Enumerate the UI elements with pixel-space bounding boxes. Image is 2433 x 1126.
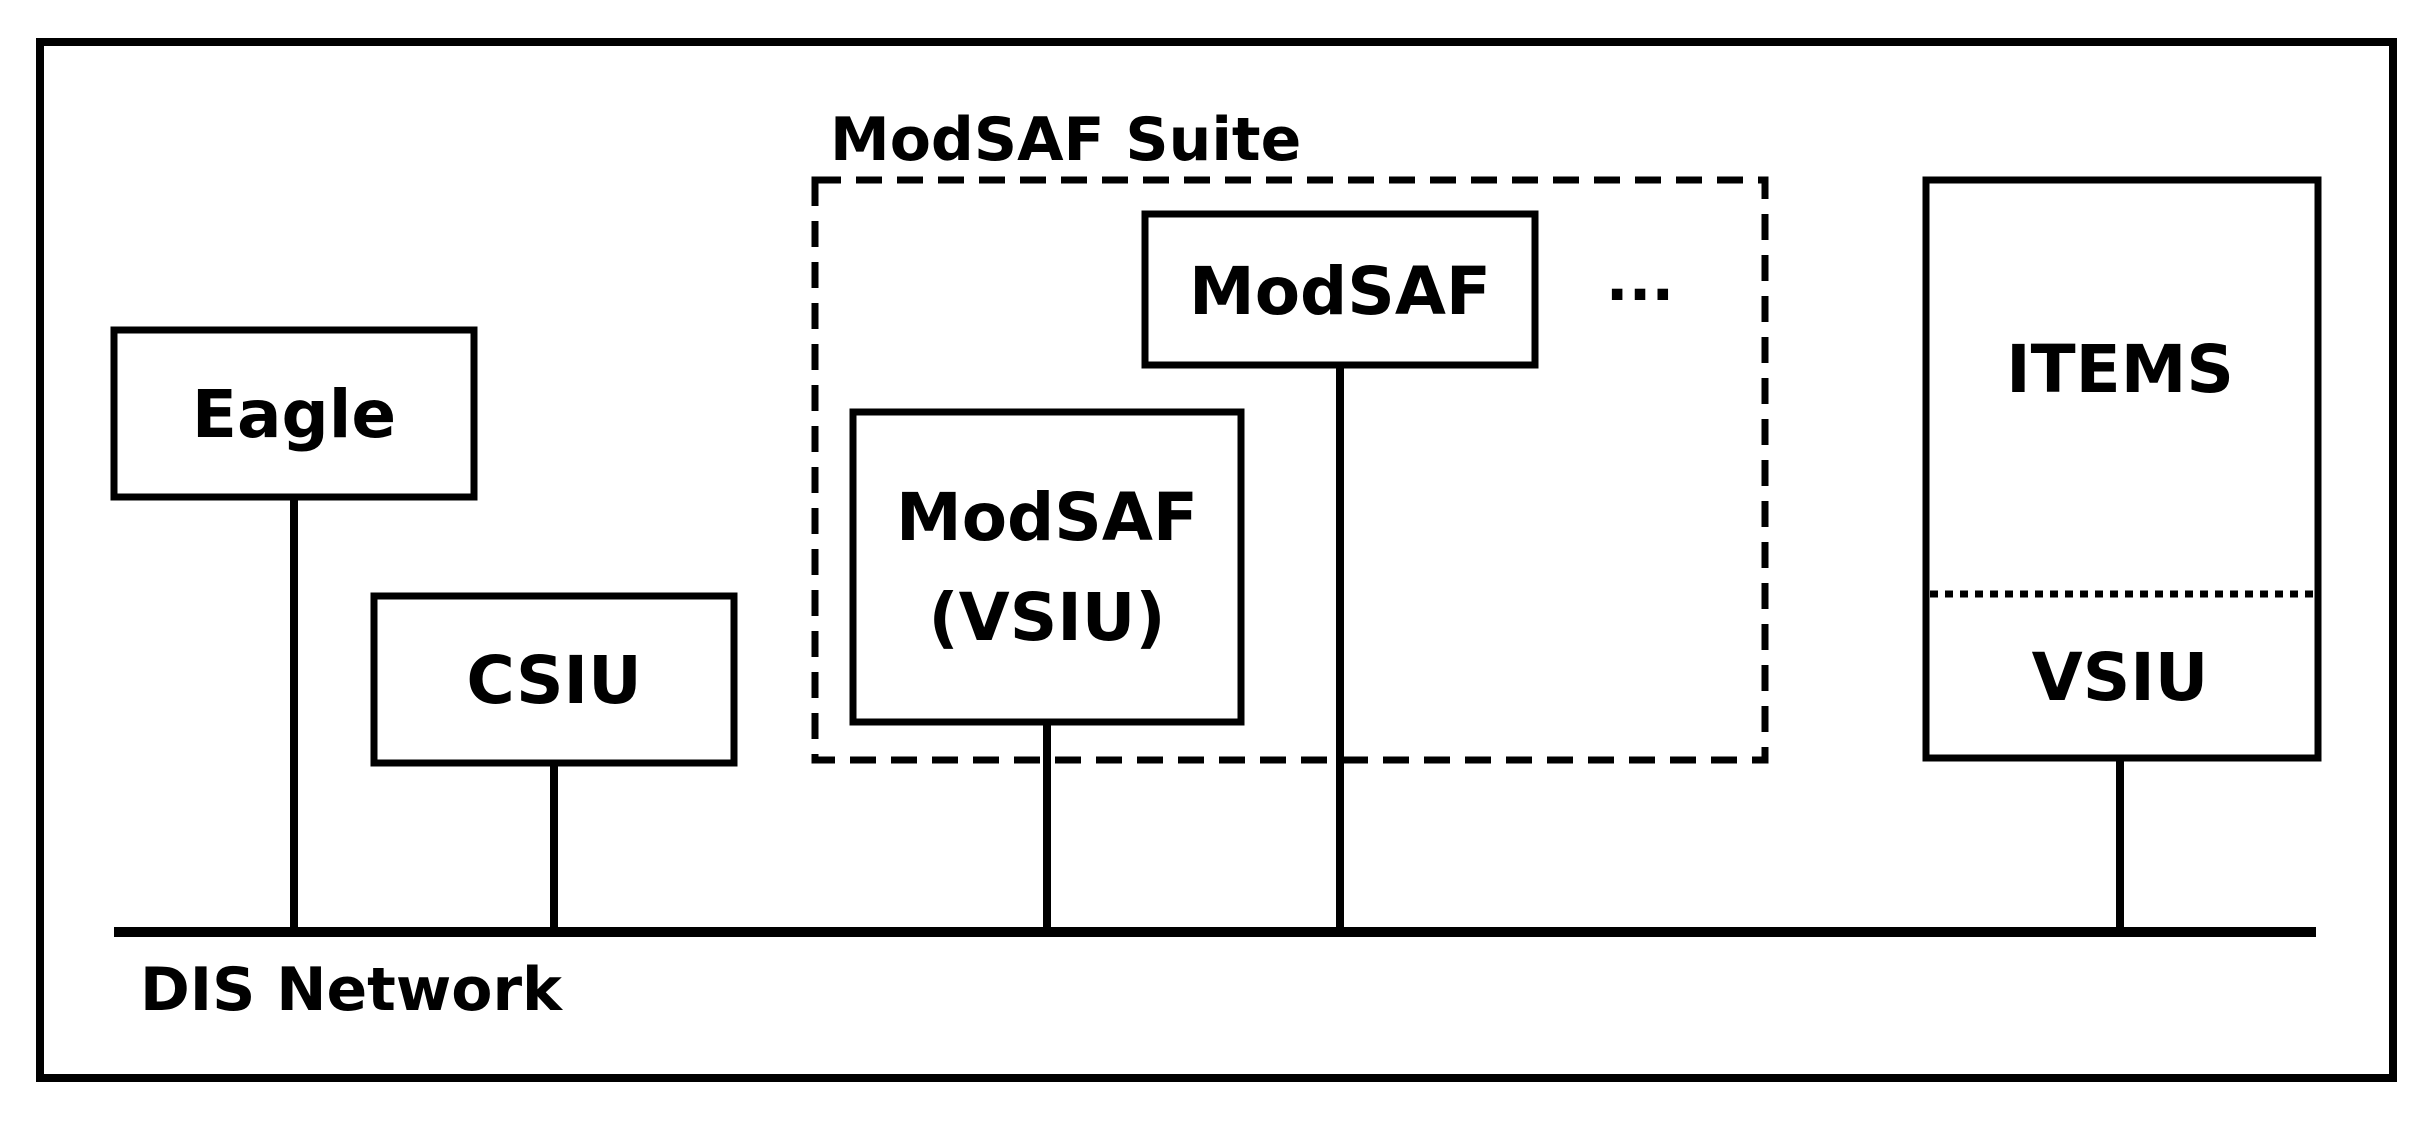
csiu-box bbox=[370, 592, 738, 767]
ellipsis-label: ... bbox=[1606, 245, 1674, 315]
modsaf-vsiu-label-line1: ModSAF bbox=[896, 479, 1198, 556]
dis-network-label: DIS Network bbox=[140, 955, 564, 1025]
items-vsiu-label: VSIU bbox=[2032, 639, 2209, 716]
modsaf-label: ModSAF bbox=[1189, 253, 1491, 330]
items-box bbox=[1922, 176, 2322, 762]
modsaf-vsiu-label-line2: (VSIU) bbox=[928, 579, 1165, 656]
modsaf-vsiu-box bbox=[849, 408, 1245, 726]
eagle-box bbox=[110, 326, 478, 501]
modsaf-suite-container bbox=[811, 176, 1769, 764]
csiu-label: CSIU bbox=[466, 642, 641, 719]
modsaf-suite-label: ModSAF Suite bbox=[830, 105, 1301, 175]
items-label: ITEMS bbox=[2006, 331, 2234, 408]
eagle-label: Eagle bbox=[192, 376, 396, 453]
modsaf-box bbox=[1141, 210, 1539, 369]
